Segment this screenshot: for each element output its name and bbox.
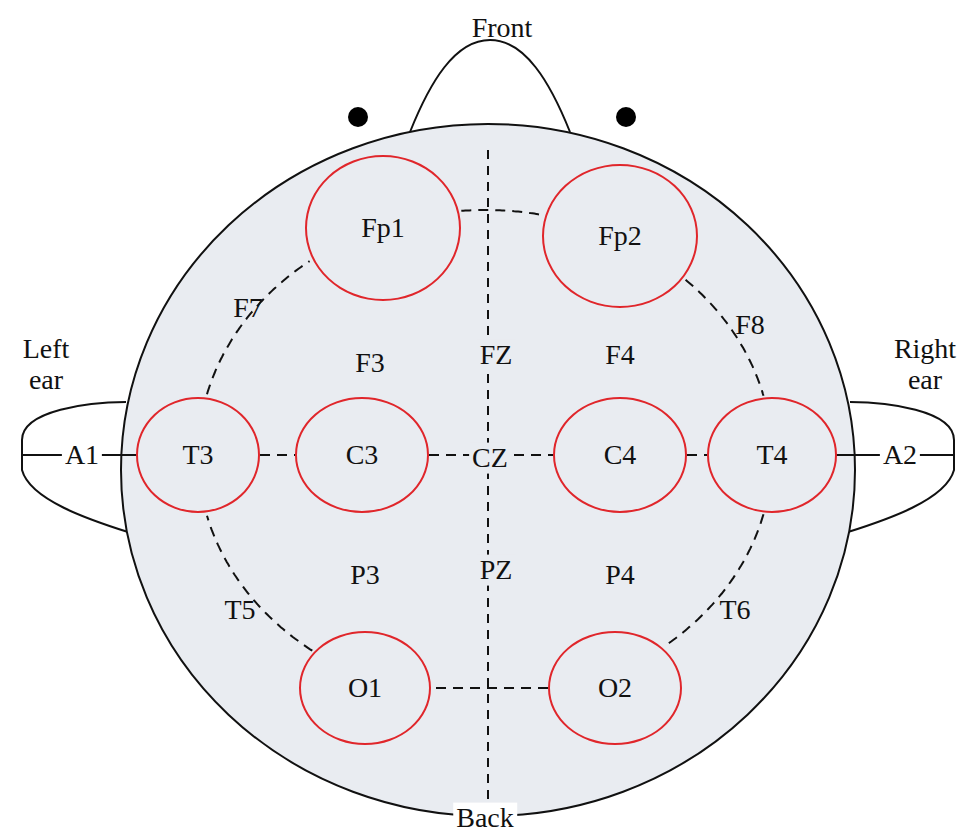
electrode-label: A1 [62,440,102,471]
electrode-label: O1 [348,674,382,702]
electrode-label: FZ [477,340,516,371]
electrode-label: F3 [352,348,388,379]
electrode-connector [260,454,295,456]
electrode-connector [207,516,312,651]
electrode-label: C3 [346,441,379,469]
electrode-connector [461,210,544,215]
eye-dot [348,107,368,127]
direction-label: Back [453,803,517,834]
electrode-label: Fp1 [361,214,405,242]
ear-label: Left ear [3,334,89,396]
eye-dot [616,107,636,127]
electrode-connector [665,514,763,645]
central-electrode: C3 [295,397,429,513]
occipital-electrode: O2 [548,631,682,745]
electrode-label: F7 [230,293,266,324]
electrode-label: P4 [602,560,638,591]
electrode-label: P3 [347,560,383,591]
ear-label: Right ear [882,334,968,396]
electrode-label: O2 [598,674,632,702]
electrode-connector [207,261,310,394]
right-ear [848,402,954,532]
nose [410,40,570,132]
electrode-label: T6 [716,595,753,626]
head-outline [121,124,855,816]
electrode-label: A2 [880,440,920,471]
electrode-label: PZ [477,555,516,586]
electrode-label: CZ [469,443,511,474]
electrode-connector [431,687,548,689]
left-ear [22,402,128,532]
frontal-pole-electrode: Fp1 [305,155,461,301]
electrode-label: F4 [602,340,638,371]
electrode-label: T5 [221,595,258,626]
electrode-label: Fp2 [598,222,642,250]
direction-label: Front [469,13,536,44]
electrode-label: C4 [604,441,637,469]
electrode-label: T3 [182,441,213,469]
central-electrode: C4 [553,397,687,513]
midline [487,150,489,805]
temporal-electrode: T4 [707,397,837,513]
electrode-label: T4 [756,441,787,469]
temporal-electrode: T3 [136,397,260,513]
electrode-connector [687,454,707,456]
occipital-electrode: O1 [299,631,431,745]
electrode-label: F8 [732,310,768,341]
frontal-pole-electrode: Fp2 [542,164,698,308]
